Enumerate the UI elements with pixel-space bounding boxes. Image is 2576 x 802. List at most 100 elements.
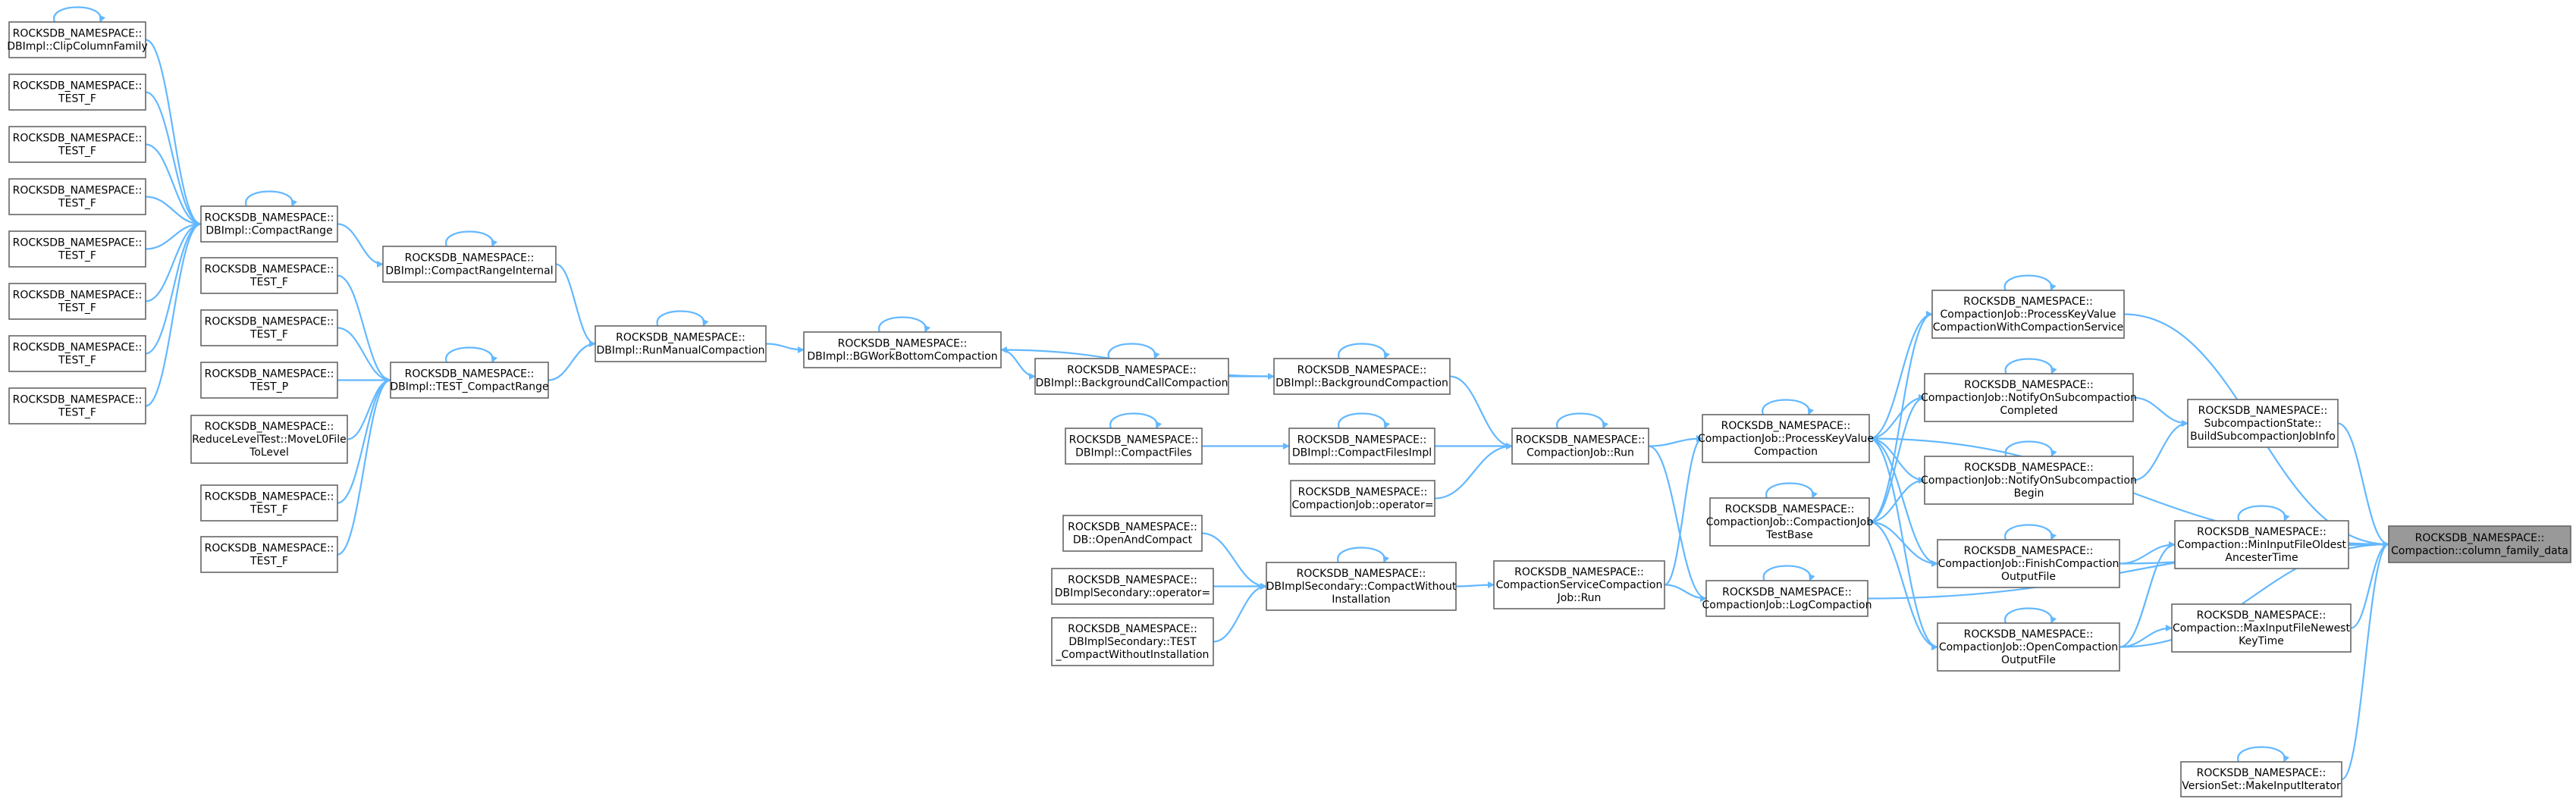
node-label-line: ROCKSDB_NAMESPACE:: <box>205 212 334 224</box>
node-box <box>2187 399 2339 448</box>
node-label-line: TEST_F <box>249 329 288 341</box>
node-label-line: CompactionJob::LogCompaction <box>1702 600 1872 612</box>
graph-node-t2c[interactable]: ROCKSDB_NAMESPACE::TEST_F <box>200 484 338 522</box>
node-label-line: ReduceLevelTest::MoveL0File <box>192 434 346 446</box>
node-label-line: DBImpl::BGWorkBottomCompaction <box>807 351 997 363</box>
edge-rlt-to-tcr <box>347 377 391 440</box>
edge-pkv-to-notifyc <box>1868 394 1925 440</box>
self-loop-pkvcs <box>2003 274 2057 291</box>
graph-node-t2d[interactable]: ROCKSDB_NAMESPACE::TEST_F <box>200 536 338 573</box>
graph-node-bgwbc[interactable]: ROCKSDB_NAMESPACE::DBImpl::BGWorkBottomC… <box>803 331 1002 368</box>
graph-node-t2p[interactable]: ROCKSDB_NAMESPACE::TEST_P <box>200 362 338 399</box>
graph-node-cri[interactable]: ROCKSDB_NAMESPACE::DBImpl::CompactRangeI… <box>382 246 557 283</box>
node-label-line: Job::Run <box>1557 592 1602 604</box>
node-label-line: DBImplSecondary::operator= <box>1055 587 1210 600</box>
node-label-line: CompactionJob::OpenCompaction <box>1939 641 2118 653</box>
node-label-line: CompactionJob::NotifyOnSubcompaction <box>1921 392 2137 404</box>
graph-node-t1e[interactable]: ROCKSDB_NAMESPACE::TEST_F <box>8 283 146 320</box>
graph-node-t1d[interactable]: ROCKSDB_NAMESPACE::TEST_F <box>8 230 146 268</box>
edge-dbstest-to-cwi <box>1213 583 1267 643</box>
node-box <box>8 126 146 163</box>
graph-node-t1g[interactable]: ROCKSDB_NAMESPACE::TEST_F <box>8 387 146 424</box>
node-label-line: ROCKSDB_NAMESPACE:: <box>13 342 143 354</box>
self-loop-cr <box>245 190 298 207</box>
node-label-line: ROCKSDB_NAMESPACE:: <box>616 332 745 344</box>
graph-node-notifyb[interactable]: ROCKSDB_NAMESPACE::CompactionJob::Notify… <box>1921 456 2137 505</box>
graph-node-cjop[interactable]: ROCKSDB_NAMESPACE::CompactionJob::operat… <box>1290 480 1435 517</box>
edge-t1d-to-cr <box>145 221 202 250</box>
graph-node-pkv[interactable]: ROCKSDB_NAMESPACE::CompactionJob::Proces… <box>1698 414 1874 463</box>
graph-node-open[interactable]: ROCKSDB_NAMESPACE::CompactionJob::OpenCo… <box>1937 622 2120 672</box>
node-label-line: CompactionJob::CompactionJob <box>1706 516 1874 528</box>
node-box <box>1937 622 2120 672</box>
node-label-line: DBImpl::ClipColumnFamily <box>7 41 147 53</box>
graph-node-t1a[interactable]: ROCKSDB_NAMESPACE::TEST_F <box>8 74 146 111</box>
graph-node-t2a[interactable]: ROCKSDB_NAMESPACE::TEST_F <box>200 257 338 294</box>
graph-node-logc[interactable]: ROCKSDB_NAMESPACE::CompactionJob::LogCom… <box>1702 580 1872 617</box>
node-label-line: DBImpl::CompactRangeInternal <box>385 265 553 277</box>
graph-node-bgc[interactable]: ROCKSDB_NAMESPACE::DBImpl::BackgroundCom… <box>1273 358 1451 395</box>
graph-node-t1f[interactable]: ROCKSDB_NAMESPACE::TEST_F <box>8 335 146 372</box>
graph-node-oac[interactable]: ROCKSDB_NAMESPACE::DB::OpenAndCompact <box>1062 515 1203 552</box>
node-box <box>200 205 338 243</box>
node-box <box>1034 358 1229 395</box>
graph-node-cjrun[interactable]: ROCKSDB_NAMESPACE::CompactionJob::Run <box>1511 428 1649 465</box>
node-label-line: TEST_F <box>58 93 96 105</box>
node-box <box>1288 428 1435 465</box>
edge-subinfo-to-cfd <box>2337 422 2389 548</box>
graph-node-makeinput[interactable]: ROCKSDB_NAMESPACE::VersionSet::MakeInput… <box>2180 761 2342 797</box>
graph-node-ccf[interactable]: ROCKSDB_NAMESPACE::DBImpl::ClipColumnFam… <box>7 21 148 58</box>
node-label-line: CompactionJob::NotifyOnSubcompaction <box>1921 475 2137 487</box>
graph-node-cjtb[interactable]: ROCKSDB_NAMESPACE::CompactionJob::Compac… <box>1706 497 1874 547</box>
graph-node-cf[interactable]: ROCKSDB_NAMESPACE::DBImpl::CompactFiles <box>1065 428 1203 465</box>
node-label-line: ROCKSDB_NAMESPACE:: <box>13 394 143 406</box>
graph-node-rmc[interactable]: ROCKSDB_NAMESPACE::DBImpl::RunManualComp… <box>595 325 767 362</box>
node-label-line: ROCKSDB_NAMESPACE:: <box>2415 532 2545 544</box>
graph-node-finish[interactable]: ROCKSDB_NAMESPACE::CompactionJob::Finish… <box>1937 539 2120 588</box>
node-box <box>2171 603 2352 653</box>
node-label-line: TEST_F <box>58 198 96 210</box>
node-label-line: ROCKSDB_NAMESPACE:: <box>1297 434 1427 446</box>
node-label-line: SubcompactionState:: <box>2204 418 2321 430</box>
edge-t1e-to-cr <box>145 221 202 302</box>
graph-node-pkvcs[interactable]: ROCKSDB_NAMESPACE::CompactionJob::Proces… <box>1931 290 2125 339</box>
edge-cjtb-to-notifyb <box>1868 477 1925 523</box>
edge-oac-to-cwi <box>1201 532 1267 590</box>
edge-pkv-to-notifyb <box>1868 437 1925 484</box>
graph-node-subinfo[interactable]: ROCKSDB_NAMESPACE::SubcompactionState::B… <box>2187 399 2339 448</box>
graph-node-dbstest[interactable]: ROCKSDB_NAMESPACE::DBImplSecondary::TEST… <box>1051 617 1214 666</box>
edge-ccf-to-cr <box>145 39 202 227</box>
graph-node-bgcc[interactable]: ROCKSDB_NAMESPACE::DBImpl::BackgroundCal… <box>1034 358 1229 395</box>
node-label-line: TEST_F <box>58 355 96 367</box>
self-loop-cwi <box>1337 547 1390 563</box>
graph-node-cscjrun[interactable]: ROCKSDB_NAMESPACE::CompactionServiceComp… <box>1493 560 1665 609</box>
edge-t1a-to-cr <box>145 91 202 227</box>
graph-node-maxin[interactable]: ROCKSDB_NAMESPACE::Compaction::MaxInputF… <box>2171 603 2352 653</box>
node-label-line: ROCKSDB_NAMESPACE:: <box>205 421 334 433</box>
nodes-layer: ROCKSDB_NAMESPACE::Compaction::column_fa… <box>7 21 2571 797</box>
node-label-line: KeyTime <box>2239 635 2284 647</box>
node-label-line: ROCKSDB_NAMESPACE:: <box>1722 587 1852 599</box>
node-label-line: ROCKSDB_NAMESPACE:: <box>2197 609 2327 622</box>
node-label-line: ROCKSDB_NAMESPACE:: <box>1067 365 1197 377</box>
graph-node-cwi[interactable]: ROCKSDB_NAMESPACE::DBImplSecondary::Comp… <box>1266 562 1457 611</box>
graph-node-t2b[interactable]: ROCKSDB_NAMESPACE::TEST_F <box>200 309 338 346</box>
edge-notifyb-to-subinfo <box>2132 420 2189 481</box>
graph-node-cfi[interactable]: ROCKSDB_NAMESPACE::DBImpl::CompactFilesI… <box>1288 428 1435 465</box>
graph-node-t1c[interactable]: ROCKSDB_NAMESPACE::TEST_F <box>8 178 146 215</box>
node-label-line: ROCKSDB_NAMESPACE:: <box>205 264 334 276</box>
graph-node-minin[interactable]: ROCKSDB_NAMESPACE::Compaction::MinInputF… <box>2174 520 2349 569</box>
node-label-line: Compaction <box>1754 446 1818 458</box>
graph-node-dbsop[interactable]: ROCKSDB_NAMESPACE::DBImplSecondary::oper… <box>1051 568 1214 605</box>
graph-node-t1b[interactable]: ROCKSDB_NAMESPACE::TEST_F <box>8 126 146 163</box>
node-label-line: ROCKSDB_NAMESPACE:: <box>1068 623 1197 635</box>
edge-cscjrun-to-pkv <box>1664 435 1703 586</box>
graph-node-tcr[interactable]: ROCKSDB_NAMESPACE::DBImpl::TEST_CompactR… <box>390 362 549 399</box>
graph-node-notifyc[interactable]: ROCKSDB_NAMESPACE::CompactionJob::Notify… <box>1921 373 2137 422</box>
node-label-line: ROCKSDB_NAMESPACE:: <box>2197 526 2327 538</box>
node-box <box>1511 428 1649 465</box>
graph-node-cr[interactable]: ROCKSDB_NAMESPACE::DBImpl::CompactRange <box>200 205 338 243</box>
graph-node-rlt[interactable]: ROCKSDB_NAMESPACE::ReduceLevelTest::Move… <box>190 415 348 464</box>
node-box <box>1705 580 1868 617</box>
edge-cri-to-rmc <box>555 263 596 347</box>
